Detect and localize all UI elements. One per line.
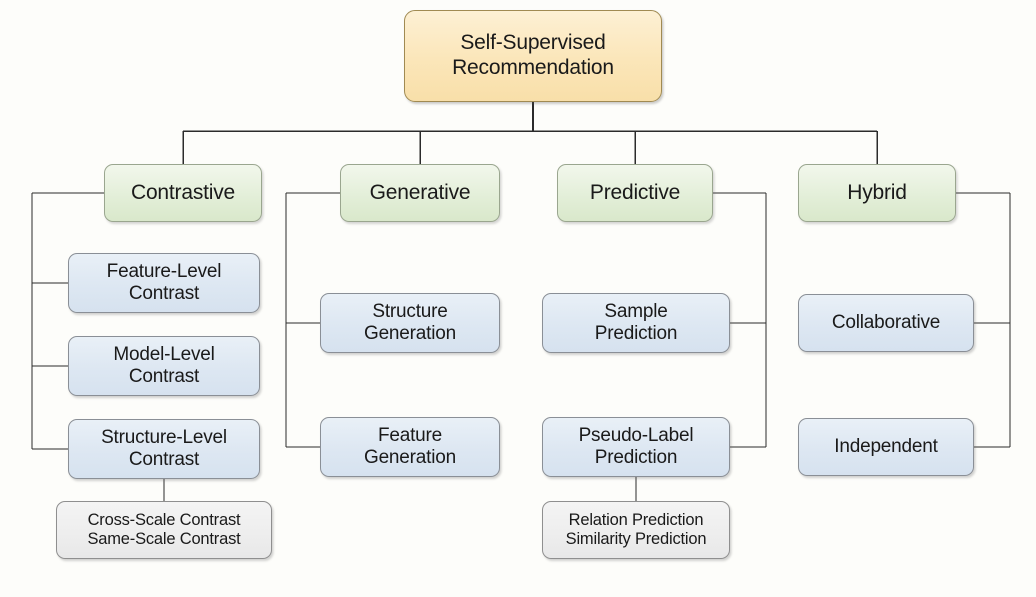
root-node: Self-Supervised Recommendation	[404, 10, 662, 102]
subnode-sample-prediction: Sample Prediction	[542, 293, 730, 353]
category-node-generative: Generative	[340, 164, 500, 222]
subnode-independent: Independent	[798, 418, 974, 476]
category-node-predictive: Predictive	[557, 164, 713, 222]
subnode-feature-generation: Feature Generation	[320, 417, 500, 477]
subnode-model-level-contrast: Model-Level Contrast	[68, 336, 260, 396]
subnode-structure-level-contrast: Structure-Level Contrast	[68, 419, 260, 479]
subnode-structure-generation: Structure Generation	[320, 293, 500, 353]
leaf-node-contrast-scale-list: Cross-Scale Contrast Same-Scale Contrast	[56, 501, 272, 559]
category-node-hybrid: Hybrid	[798, 164, 956, 222]
category-node-contrastive: Contrastive	[104, 164, 262, 222]
subnode-pseudo-label-prediction: Pseudo-Label Prediction	[542, 417, 730, 477]
subnode-feature-level-contrast: Feature-Level Contrast	[68, 253, 260, 313]
subnode-collaborative: Collaborative	[798, 294, 974, 352]
leaf-node-prediction-task-list: Relation Prediction Similarity Predictio…	[542, 501, 730, 559]
